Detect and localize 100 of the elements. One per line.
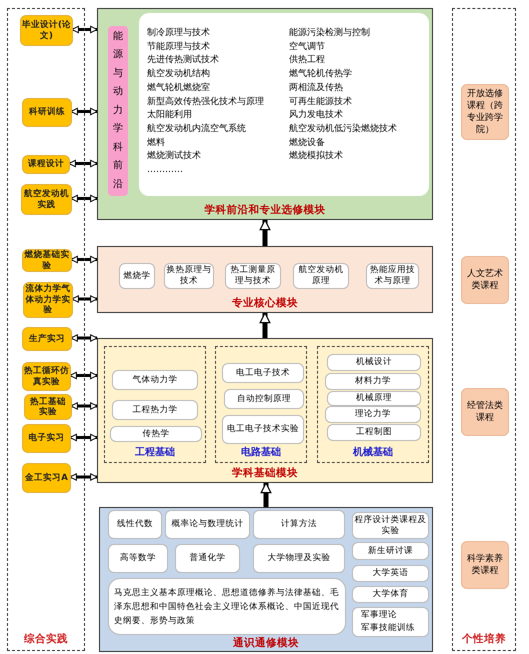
course-box: 大学物理及实验 [253, 544, 345, 573]
course-box: 大学英语 [352, 565, 429, 582]
practice-box: 毕业设计(论文) [20, 15, 73, 46]
practice-box: 电子实习 [22, 424, 71, 453]
course-name: 航空发动机低污染燃烧技术 [289, 122, 397, 136]
double-arrow [70, 372, 98, 380]
course-name: 军事理论 [361, 609, 397, 622]
module-panel [99, 507, 433, 652]
course-box: 工程热力学 [112, 400, 198, 420]
course-box: 高等数学 [108, 544, 168, 573]
course-name: 制冷原理与技术 [147, 27, 211, 40]
course-name: 燃烧模拟技术 [289, 150, 344, 164]
panel-title: 综合实践 [23, 632, 69, 646]
group-panel [215, 346, 307, 463]
practice-box: 燃烧基础实验 [22, 249, 72, 272]
group-title: 电路基础 [240, 446, 282, 459]
course-box: 新生研讨课 [352, 542, 429, 560]
course-box: 机械设计 [327, 354, 421, 371]
course-box: 理论力学 [325, 406, 421, 423]
practice-panel [7, 8, 85, 651]
course-name: 燃气轮机传热学 [289, 68, 353, 82]
practice-box: 流体力学气体动力学实验 [23, 282, 73, 318]
course-name: 两相流及传热 [289, 82, 344, 95]
elective-panel [452, 8, 516, 651]
double-arrow [70, 473, 98, 481]
module-title: 学科前沿和专业选修模块 [204, 203, 326, 217]
double-arrow [70, 334, 98, 342]
course-box: 材料力学 [325, 373, 421, 390]
practice-box: 热工循环仿真实验 [22, 362, 71, 391]
course-box: 传热学 [110, 426, 202, 442]
module-title: 学科基础模块 [231, 466, 299, 480]
group-title: 工程基础 [134, 446, 176, 459]
course-name: 航空发动机结构 [147, 68, 211, 82]
course-name: 燃气轮机燃烧室 [147, 82, 211, 95]
practice-box: 热工基础实验 [24, 394, 72, 420]
module-panel [97, 338, 433, 483]
course-name: 先进传热测试技术 [147, 54, 220, 68]
practice-box: 金工实习A [22, 463, 71, 493]
double-arrow [68, 160, 98, 168]
group-panel [317, 346, 429, 463]
practice-box: 生产实习 [22, 327, 72, 351]
block-arrow [260, 482, 272, 507]
course-box: 热能应用技术与原理 [366, 263, 419, 289]
double-arrow [70, 194, 98, 202]
module-panel [97, 246, 433, 313]
course-name: 风力发电技术 [289, 109, 344, 122]
course-name: 燃烧测试技术 [147, 150, 202, 164]
course-box: 普通化学 [175, 544, 240, 573]
double-arrow [72, 295, 98, 303]
course-name: 供热工程 [289, 54, 326, 68]
elective-box: 人文艺术类课程 [461, 256, 509, 304]
practice-box: 科研训练 [22, 98, 72, 127]
course-box: 自动控制原理 [224, 389, 304, 409]
double-arrow [70, 256, 98, 264]
course-name: 新型高效传热强化技术与原理 [147, 96, 264, 109]
module-panel [97, 8, 433, 220]
course-name: 航空发动机内流空气系统 [147, 122, 247, 136]
frontier-label: 能源与动力学科前沿 [108, 26, 128, 196]
elective-box: 经管法类课程 [461, 388, 509, 436]
group-panel [104, 346, 206, 463]
block-arrow [260, 219, 270, 246]
double-arrow [72, 26, 98, 34]
course-name: ………… [147, 164, 184, 178]
panel-title: 个性培养 [460, 632, 507, 646]
module-title: 通识通修模块 [232, 636, 300, 650]
course-name: 能源污染检测与控制 [289, 27, 371, 40]
practice-box: 航空发动机实践 [21, 184, 72, 215]
course-box: 气体动力学 [112, 370, 198, 390]
course-box: 换热原理与技术 [164, 263, 214, 289]
course-name: 军事技能训练 [361, 622, 415, 635]
course-box: 马克思主义基本原理概论、思想道德修养与法律基础、毛泽东思想和中国特色社会主义理论体系概论、中国近现代史纲要、形势与政策 [108, 578, 346, 635]
course-box: 电工电子技术 [222, 363, 304, 383]
course-box: 线性代数 [108, 510, 162, 539]
course-box: 程序设计类课程及实验 [352, 512, 429, 539]
double-arrow [70, 434, 98, 442]
course-name: 燃料 [147, 136, 166, 150]
course-box: 电工电子技术实验 [222, 415, 304, 444]
course-name: 燃烧设备 [289, 136, 326, 150]
course-box [352, 607, 429, 637]
course-name: 空气调节 [289, 40, 326, 54]
course-box: 机械原理 [327, 391, 421, 406]
course-box: 工程制图 [327, 424, 421, 441]
practice-box: 课程设计 [22, 155, 70, 174]
module-title: 专业核心模块 [231, 296, 299, 310]
block-arrow [260, 312, 270, 338]
course-box: 概率论与数理统计 [165, 510, 250, 539]
course-box: 热工测量原理与技术 [225, 263, 281, 289]
course-box: 大学体育 [352, 586, 429, 603]
double-arrow [70, 108, 98, 116]
course-box: 计算方法 [253, 510, 345, 539]
course-name: 太阳能利用 [147, 109, 193, 122]
elective-box: 开放选修课程（跨专业跨学院） [461, 84, 509, 140]
course-name: 可再生能源技术 [289, 96, 353, 109]
course-name: 节能原理与技术 [147, 40, 211, 54]
course-list-card [139, 13, 429, 196]
elective-box: 科学素养类课程 [461, 541, 509, 589]
group-title: 机械基础 [352, 446, 394, 459]
course-box: 燃烧学 [119, 263, 155, 289]
double-arrow [70, 402, 98, 410]
course-box: 航空发动机原理 [293, 263, 349, 289]
